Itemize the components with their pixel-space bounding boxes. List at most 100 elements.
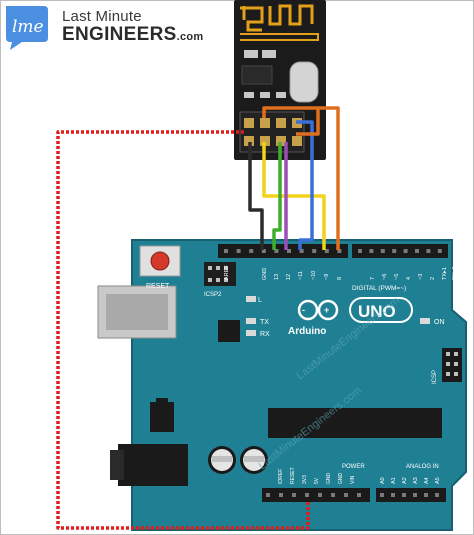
header-pin-hole [261, 249, 266, 253]
atmega328-chip [268, 408, 442, 438]
header-pin-label: 3V3 [302, 475, 308, 484]
icsp-header [442, 348, 462, 382]
header-pin-hole [415, 249, 419, 253]
led-l [246, 296, 256, 302]
header-pin-hole [357, 493, 361, 497]
pcb-antenna [240, 4, 314, 32]
header-pin-hole [437, 249, 442, 253]
wire-ce-jumper [296, 108, 320, 136]
header-pin-hole [344, 493, 348, 497]
reset-button [139, 245, 181, 277]
header-pin-label: A5 [435, 477, 441, 484]
header-pin-hole [380, 493, 384, 497]
icsp2-header [204, 262, 236, 286]
power-label: POWER [342, 464, 365, 470]
header-pin-hole [236, 249, 241, 253]
header-pin-label: A0 [380, 477, 386, 484]
header-pin-label: A3 [413, 477, 419, 484]
connection-wires [56, 106, 340, 530]
header-pin-label: 4 [406, 277, 412, 280]
digital-header-left [218, 244, 348, 258]
led-on-label: ON [434, 319, 445, 326]
logo-text-line2: ENGINEERS.com [62, 24, 204, 45]
header-pin-label: ~3 [418, 274, 424, 280]
wire-gnd [248, 142, 264, 250]
capacitors [208, 446, 268, 474]
header-pin-label: ~9 [324, 274, 330, 280]
header-pin-hole [391, 493, 395, 497]
header-pin-label: A2 [402, 477, 408, 484]
dc-power-jack [118, 444, 188, 486]
header-pin-hole [435, 493, 439, 497]
header-pin-hole [331, 493, 335, 497]
header-pin-label: GND [326, 473, 332, 485]
header-pin-label: 13 [274, 274, 280, 280]
header-pin-label: IOREF [278, 469, 284, 484]
header-pin-hole [224, 249, 228, 253]
digital-header-right [352, 244, 448, 258]
header-pin-hole [380, 249, 385, 253]
header-pin-label: 5V [314, 477, 320, 484]
header-pin-hole [424, 493, 428, 497]
header-pin-hole [279, 493, 283, 497]
header-pin-hole [274, 249, 279, 253]
header-pin-hole [305, 493, 309, 497]
header-pin-hole [369, 249, 374, 253]
wire-mosi [296, 120, 314, 250]
arduino-uno-board: RESET ICSP2 AREF GND 13 12 ~11 ~10 ~9 8 7 ~6 ~5 4 ~3… [97, 239, 467, 531]
digital-pwm-label: DIGITAL (PWM=~) [352, 285, 406, 292]
analog-header [376, 488, 446, 502]
icsp-label: ICSP [432, 370, 438, 384]
lme-logo-badge: lme [6, 6, 48, 50]
header-pin-label: ~10 [311, 271, 317, 280]
header-pin-label: GND [338, 473, 344, 485]
header-pin-label: GND [262, 268, 268, 280]
header-pin-label: 7 [370, 277, 376, 280]
crystal-oscillator [289, 61, 319, 103]
uno-label: UNO [358, 302, 396, 321]
header-pin-hole [312, 249, 317, 253]
header-pin-hole [266, 493, 270, 497]
header-pin-label: RX◂0 [452, 267, 458, 280]
header-pin-label: ~11 [298, 271, 304, 280]
led-tx [246, 318, 256, 324]
usb-chip [218, 320, 240, 342]
header-pin-label: 12 [286, 274, 292, 280]
led-l-label: L [258, 297, 262, 304]
arduino-brand: Arduino [288, 326, 326, 337]
wire-csn [262, 142, 326, 250]
header-pin-hole [299, 249, 304, 253]
svg-text:+: + [324, 305, 329, 315]
header-pin-hole [292, 493, 296, 497]
header-pin-label: A1 [391, 477, 397, 484]
icsp2-label: ICSP2 [204, 292, 222, 298]
led-tx-label: TX [260, 319, 269, 326]
header-pin-label: 8 [337, 277, 343, 280]
header-pin-hole [249, 249, 254, 253]
header-pin-label: ~6 [382, 274, 388, 280]
arduino-logo: - + [297, 299, 339, 321]
logo-text-line1: Last Minute [62, 8, 142, 25]
power-header [262, 488, 370, 502]
header-pin-label: AREF [224, 265, 230, 280]
nrf24l01-module [234, 0, 326, 160]
header-pin-hole [392, 249, 397, 253]
header-pin-hole [287, 249, 291, 253]
header-pin-label: A4 [424, 477, 430, 484]
nrf-chip [241, 65, 273, 85]
header-pin-label: VIN [350, 475, 356, 484]
wire-ce [262, 106, 340, 250]
wire-vcc [56, 130, 310, 530]
header-pin-hole [324, 249, 329, 253]
header-pin-hole [358, 249, 362, 253]
analog-in-label: ANALOG IN [406, 464, 439, 470]
header-pin-hole [318, 493, 322, 497]
header-pin-label: ~5 [394, 274, 400, 280]
led-rx [246, 330, 256, 336]
logo-mark-text: lme [12, 17, 44, 37]
reset-label: RESET [146, 283, 170, 290]
header-pin-hole [413, 493, 417, 497]
wire-sck [272, 142, 282, 250]
header-pin-hole [403, 249, 408, 253]
